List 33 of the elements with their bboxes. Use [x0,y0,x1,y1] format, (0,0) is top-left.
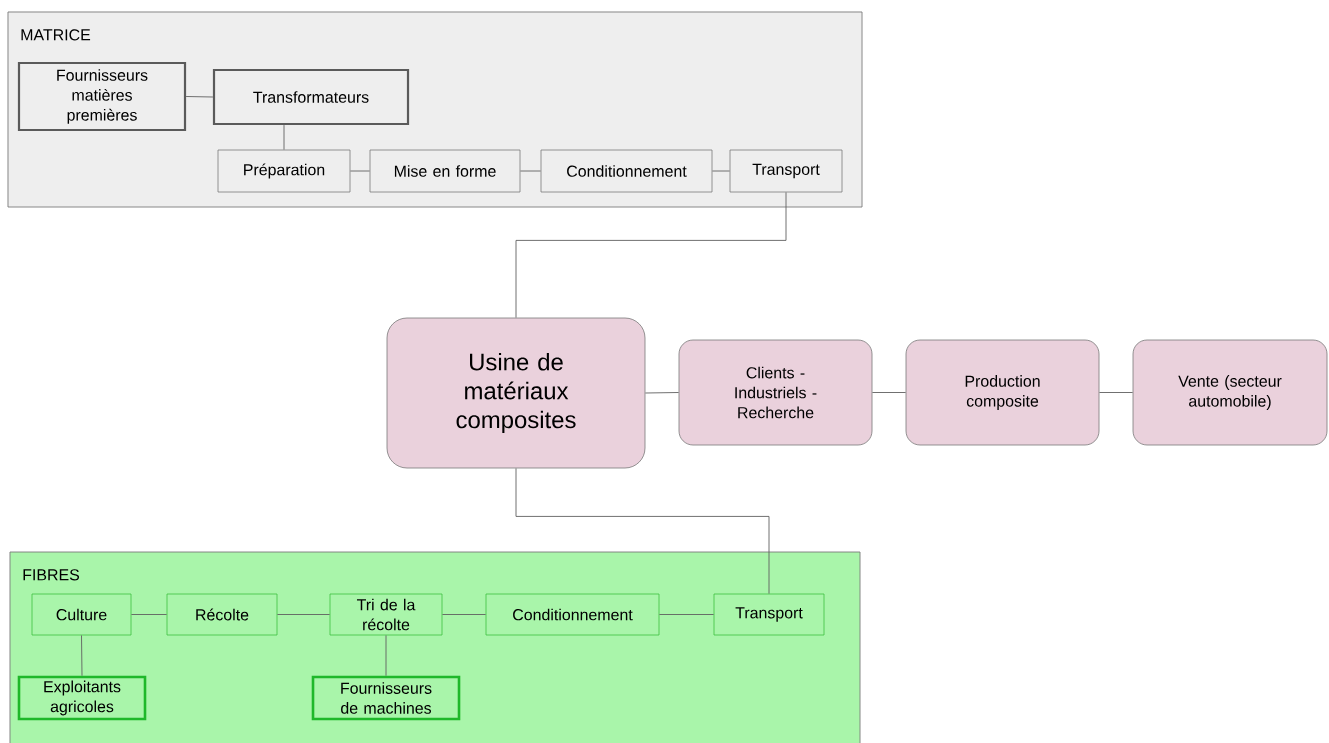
process-box: Exploitants agricoles [17,675,147,721]
connector-line [1098,392,1134,393]
process-box: Fournisseurs matières premières [17,61,187,132]
process-box: Mise en forme [369,149,521,193]
connector-line [81,634,83,677]
process-box: Conditionnement [485,593,660,636]
connector-line [385,634,387,677]
connector-line [349,170,371,172]
process-box: Tri de la récolte [329,593,443,636]
connector-line [276,614,331,615]
process-box: Transport [729,149,843,193]
connector-line [283,124,285,151]
connector-line [130,614,168,615]
process-box: Transformateurs [212,68,410,126]
process-box: Culture [31,593,132,636]
connector-line [185,96,214,98]
connector-line [515,191,787,319]
rounded-box: Vente (secteur automobile) [1132,339,1328,446]
connector-line [441,614,487,615]
connector-line [515,467,770,595]
connector-line [519,170,542,172]
process-box: Fournisseurs de machines [311,675,461,721]
process-box: Conditionnement [540,149,713,193]
connector-line [711,170,731,172]
connector-line [871,392,907,393]
process-box: Transport [713,593,825,636]
connector-line [644,392,680,394]
process-box: Préparation [217,149,351,193]
process-box: Récolte [166,593,278,636]
rounded-box: Clients - Industriels - Recherche [678,339,873,446]
connector-line [658,614,715,615]
rounded-box: Production composite [905,339,1100,446]
rounded-box: Usine de matériaux composites [386,317,646,469]
